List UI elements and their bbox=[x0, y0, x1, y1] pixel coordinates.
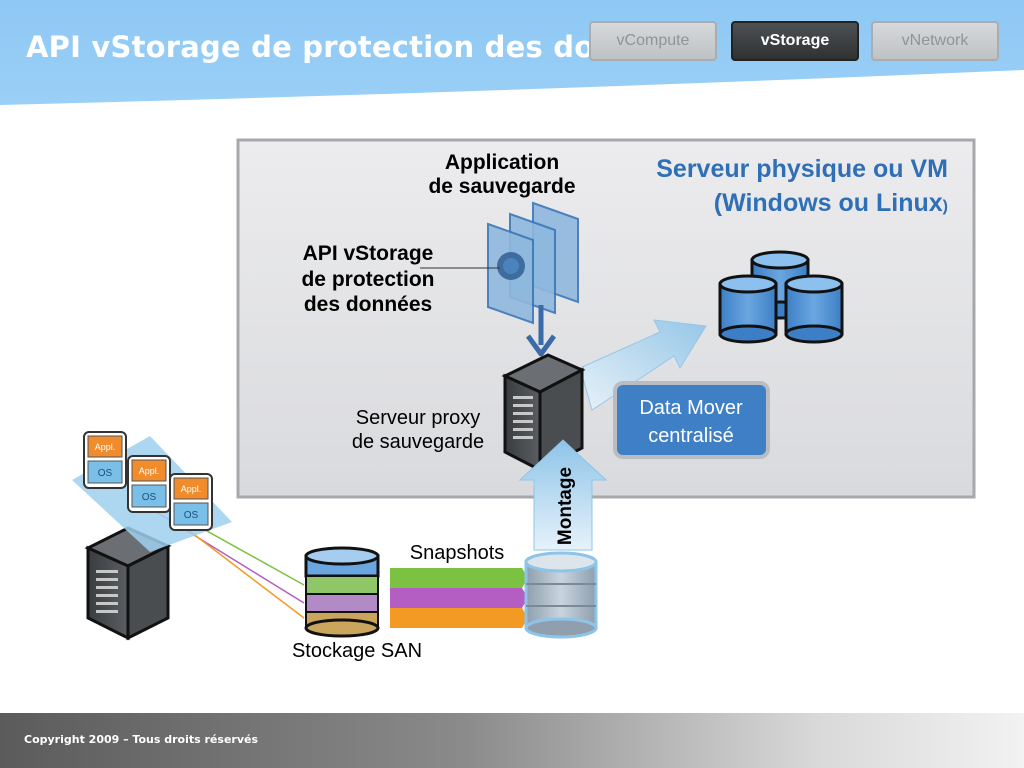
proxy-label-line1: Serveur proxy bbox=[356, 407, 481, 429]
vm-card-2-app: Appl. bbox=[139, 466, 160, 476]
tab-vcompute[interactable]: vCompute bbox=[589, 21, 717, 61]
down-arrow-icon bbox=[525, 305, 557, 357]
diagram: Serveur physique ou VM (Windows ou Linux… bbox=[72, 138, 976, 662]
footer-copyright: Copyright 2009 – Tous droits réservés bbox=[24, 733, 259, 746]
data-mover-box bbox=[613, 381, 770, 459]
vm-card-3-os: OS bbox=[184, 510, 199, 521]
page-title: API vStorage de protection des données bbox=[26, 30, 694, 64]
proxy-label-line2: de sauvegarde bbox=[352, 431, 484, 453]
snapshot-arrow-orange bbox=[390, 608, 528, 628]
host-server-icon bbox=[84, 526, 172, 641]
vm-card-2: Appl. OS bbox=[127, 455, 171, 513]
header-curve bbox=[0, 70, 1024, 120]
vm-card-1-os: OS bbox=[98, 468, 113, 479]
vm-box-title-os: (Windows ou Linux bbox=[714, 189, 943, 217]
api-label-line2: de protection bbox=[301, 268, 434, 291]
snapshot-arrow-purple bbox=[390, 588, 528, 608]
vm-box-title-paren: ) bbox=[943, 198, 948, 215]
vm-card-3-app: Appl. bbox=[181, 484, 202, 494]
api-label-line1: API vStorage bbox=[303, 242, 434, 265]
vm-card-2-os: OS bbox=[142, 492, 157, 503]
snapshot-database-icon bbox=[524, 551, 598, 639]
backup-app-layers-icon bbox=[487, 201, 579, 325]
mount-label: Montage bbox=[555, 467, 576, 545]
vm-card-3: Appl. OS bbox=[169, 473, 213, 531]
vm-box bbox=[236, 138, 976, 499]
snapshots-label: Snapshots bbox=[410, 542, 505, 564]
vm-box-title-line2: (Windows ou Linux) bbox=[714, 189, 948, 217]
san-storage-icon bbox=[304, 546, 380, 638]
tab-vstorage[interactable]: vStorage bbox=[731, 21, 859, 61]
snapshot-arrow-green bbox=[390, 568, 528, 588]
data-mover-line2: centralisé bbox=[648, 425, 734, 447]
san-label: Stockage SAN bbox=[292, 640, 422, 662]
footer: Copyright 2009 – Tous droits réservés bbox=[0, 713, 1024, 768]
vm-card-1-app: Appl. bbox=[95, 442, 116, 452]
snapshot-arrows bbox=[390, 568, 528, 628]
data-mover-line1: Data Mover bbox=[639, 397, 743, 419]
database-cluster-icon bbox=[718, 250, 844, 344]
api-label-line3: des données bbox=[304, 293, 432, 316]
backup-app-label-line1: Application bbox=[445, 151, 559, 174]
mount-arrow-icon bbox=[518, 439, 608, 551]
transfer-arrow-icon bbox=[579, 319, 707, 411]
vm-box-title-line1: Serveur physique ou VM bbox=[656, 155, 948, 183]
tab-vnetwork[interactable]: vNetwork bbox=[871, 21, 999, 61]
vm-card-1: Appl. OS bbox=[83, 431, 127, 489]
backup-app-label-line2: de sauvegarde bbox=[428, 175, 575, 198]
